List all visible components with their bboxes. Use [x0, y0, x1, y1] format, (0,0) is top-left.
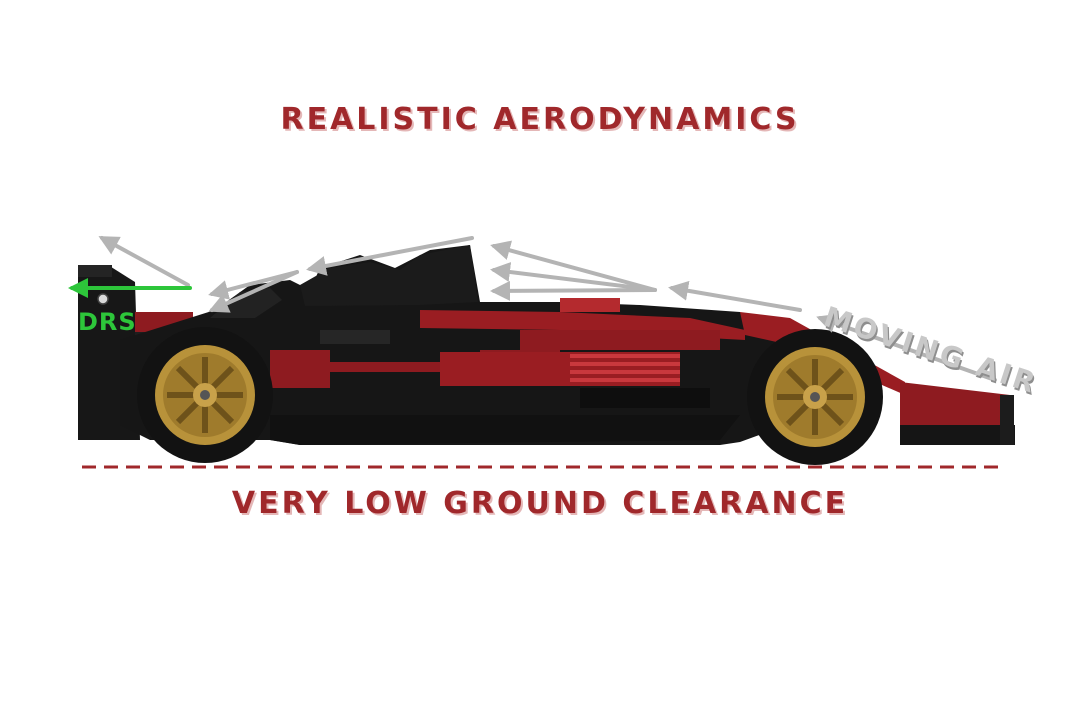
airflow-arrow: [306, 236, 474, 276]
rear-wheel: [137, 327, 273, 463]
airflow-arrow: [490, 240, 657, 292]
airflow-arrow: [490, 280, 657, 301]
airflow-arrow: [490, 262, 657, 292]
airflow-arrow: [208, 270, 299, 313]
front-wheel: [747, 329, 883, 465]
title-realistic-aerodynamics: REALISTIC AERODYNAMICS: [280, 102, 800, 137]
airflow-arrows: [98, 236, 997, 382]
airflow-arrow: [208, 270, 299, 300]
airflow-arrow: [816, 313, 997, 382]
airflow-arrow: [668, 280, 802, 312]
drs-label: DRS: [78, 308, 137, 336]
ground-clearance-label: VERY LOW GROUND CLEARANCE: [231, 486, 849, 521]
airflow-arrow: [98, 236, 190, 287]
front-wing: [900, 382, 1012, 425]
